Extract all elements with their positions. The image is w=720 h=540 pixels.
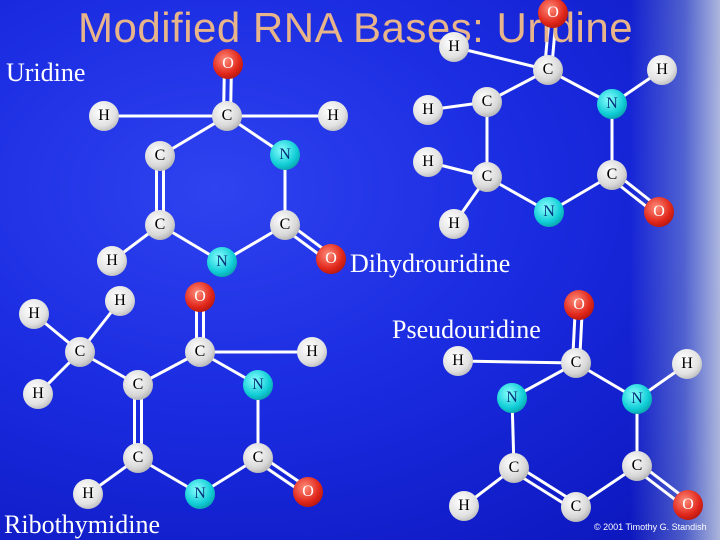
label-pseudouridine: Pseudouridine [392, 315, 541, 344]
carbon-atom: C [533, 55, 563, 85]
nitrogen-atom: N [622, 384, 652, 414]
carbon-atom: C [65, 337, 95, 367]
carbon-atom: C [145, 141, 175, 171]
hydrogen-atom: H [647, 55, 677, 85]
hydrogen-atom: H [413, 147, 443, 177]
bond-p-C1-p-H1 [457, 359, 577, 365]
hydrogen-atom: H [97, 246, 127, 276]
nitrogen-atom: N [597, 89, 627, 119]
carbon-atom: C [499, 453, 529, 483]
carbon-atom: C [212, 101, 242, 131]
hydrogen-atom: H [443, 346, 473, 376]
carbon-atom: C [123, 443, 153, 473]
carbon-atom: C [561, 348, 591, 378]
carbon-atom: C [622, 451, 652, 481]
oxygen-atom: O [185, 282, 215, 312]
hydrogen-atom: H [73, 479, 103, 509]
nitrogen-atom: N [207, 247, 237, 277]
label-ribothymidine: Ribothymidine [4, 510, 160, 539]
nitrogen-atom: N [243, 370, 273, 400]
nitrogen-atom: N [534, 197, 564, 227]
hydrogen-atom: H [318, 101, 348, 131]
oxygen-atom: O [293, 477, 323, 507]
carbon-atom: C [597, 160, 627, 190]
copyright: © 2001 Timothy G. Standish [594, 522, 707, 532]
oxygen-atom: O [213, 49, 243, 79]
hydrogen-atom: H [439, 209, 469, 239]
oxygen-atom: O [316, 244, 346, 274]
carbon-atom: C [243, 443, 273, 473]
hydrogen-atom: H [89, 101, 119, 131]
bond-d-Htop-d-C1 [453, 45, 549, 72]
label-dihydrouridine: Dihydrouridine [350, 249, 511, 278]
hydrogen-atom: H [105, 286, 135, 316]
carbon-atom: C [472, 87, 502, 117]
carbon-atom: C [472, 162, 502, 192]
hydrogen-atom: H [672, 349, 702, 379]
oxygen-atom: O [644, 197, 674, 227]
nitrogen-atom: N [270, 140, 300, 170]
nitrogen-atom: N [185, 479, 215, 509]
carbon-atom: C [123, 370, 153, 400]
nitrogen-atom: N [497, 383, 527, 413]
hydrogen-atom: H [439, 32, 469, 62]
carbon-atom: C [185, 337, 215, 367]
label-uridine: Uridine [6, 58, 86, 87]
hydrogen-atom: H [449, 491, 479, 521]
carbon-atom: C [270, 210, 300, 240]
hydrogen-atom: H [23, 379, 53, 409]
carbon-atom: C [145, 210, 175, 240]
oxygen-atom: O [564, 290, 594, 320]
slide-edge-gradient [630, 0, 720, 540]
carbon-atom: C [561, 492, 591, 522]
oxygen-atom: O [673, 490, 703, 520]
hydrogen-atom: H [19, 299, 49, 329]
oxygen-atom: O [538, 0, 568, 28]
hydrogen-atom: H [413, 95, 443, 125]
hydrogen-atom: H [297, 337, 327, 367]
